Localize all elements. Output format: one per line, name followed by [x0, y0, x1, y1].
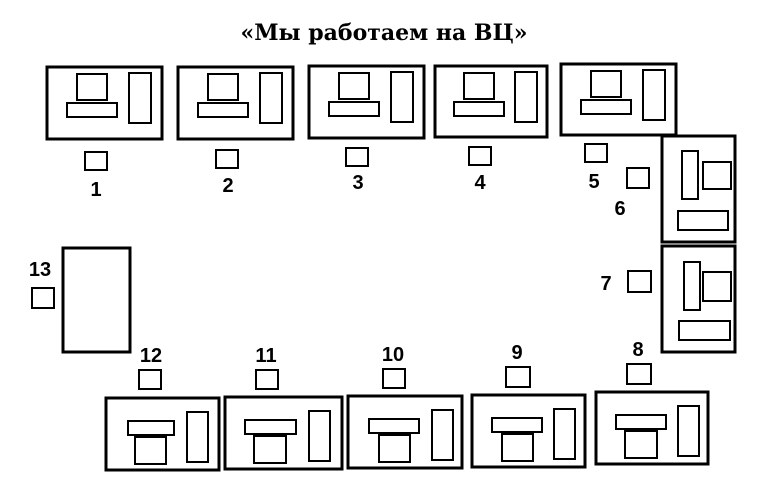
desk: [176, 65, 295, 141]
system-unit-icon: [642, 69, 666, 121]
workstation-number: 5: [588, 171, 599, 193]
system-unit-icon: [186, 411, 209, 463]
desk: [45, 65, 164, 141]
workstation-number: 9: [511, 342, 522, 364]
chair: [626, 167, 650, 189]
workstation-number: 4: [474, 172, 486, 194]
monitor-icon: [253, 435, 287, 464]
chair: [627, 270, 652, 293]
teacher-table: [61, 246, 132, 354]
keyboard-icon: [127, 420, 175, 436]
desk: [307, 64, 426, 140]
keyboard-icon: [66, 102, 118, 118]
workstation-6: 6: [614, 134, 737, 244]
workstation-number: 1: [90, 179, 101, 201]
desk: [223, 395, 344, 471]
monitor-icon: [702, 161, 732, 190]
workstation-number: 7: [600, 273, 611, 295]
chair: [382, 368, 406, 389]
system-unit-icon: [431, 409, 454, 461]
monitor-icon: [338, 72, 370, 100]
system-unit-icon: [683, 261, 701, 311]
workstation-number: 2: [222, 175, 233, 197]
keyboard-icon: [677, 210, 729, 231]
desk: [559, 62, 678, 137]
workstation-12: 12: [104, 345, 221, 472]
keyboard-icon: [244, 419, 297, 435]
system-unit-icon: [259, 72, 283, 124]
monitor-icon: [702, 271, 732, 302]
workstation-7: 7: [600, 244, 737, 354]
monitor-icon: [378, 434, 411, 463]
chair: [345, 147, 369, 167]
workstation-number: 11: [255, 345, 276, 367]
workstation-4: 4: [433, 64, 549, 194]
monitor-icon: [463, 72, 495, 100]
keyboard-icon: [580, 99, 632, 115]
desk: [433, 64, 549, 139]
chair: [31, 287, 55, 309]
workstation-1: 1: [45, 65, 164, 201]
keyboard-icon: [197, 102, 249, 118]
keyboard-icon: [368, 418, 420, 434]
chair: [84, 151, 108, 171]
workstation-number: 8: [632, 339, 643, 361]
system-unit-icon: [553, 408, 576, 460]
workstation-number: 13: [29, 259, 51, 281]
workstation-5: 5: [559, 62, 678, 193]
workstation-11: 11: [223, 345, 344, 471]
system-unit-icon: [681, 150, 699, 200]
workstation-number: 6: [614, 198, 625, 220]
keyboard-icon: [491, 417, 543, 433]
workstation-10: 10: [346, 344, 464, 470]
desk: [594, 390, 710, 466]
workstation-9: 9: [470, 342, 587, 469]
system-unit-icon: [514, 71, 538, 123]
chair: [468, 146, 492, 166]
system-unit-icon: [128, 72, 152, 124]
monitor-icon: [76, 73, 108, 101]
desk: [660, 134, 737, 244]
monitor-icon: [624, 430, 658, 459]
chair: [626, 363, 652, 385]
workstation-number: 3: [352, 172, 363, 194]
monitor-icon: [134, 436, 167, 465]
chair: [138, 369, 162, 390]
workstation-3: 3: [307, 64, 426, 194]
monitor-icon: [590, 70, 622, 98]
workstation-13: 13: [29, 246, 132, 354]
keyboard-icon: [328, 101, 380, 117]
desk: [104, 396, 221, 472]
desk: [660, 244, 737, 354]
diagram-title: «Мы работаем на ВЦ»: [240, 20, 527, 46]
system-unit-icon: [308, 410, 331, 462]
keyboard-icon: [678, 320, 731, 341]
desk: [346, 394, 464, 470]
chair: [255, 369, 279, 390]
system-unit-icon: [677, 405, 700, 457]
workstation-number: 10: [382, 344, 404, 366]
workstation-2: 2: [176, 65, 295, 197]
chair: [505, 366, 531, 388]
workstation-number: 12: [140, 345, 162, 367]
workstation-8: 8: [594, 339, 710, 466]
monitor-icon: [207, 73, 239, 101]
desk: [470, 393, 587, 469]
chair: [584, 143, 608, 163]
keyboard-icon: [453, 101, 505, 117]
keyboard-icon: [615, 414, 667, 430]
chair: [215, 149, 239, 169]
monitor-icon: [501, 433, 534, 462]
system-unit-icon: [390, 71, 414, 123]
